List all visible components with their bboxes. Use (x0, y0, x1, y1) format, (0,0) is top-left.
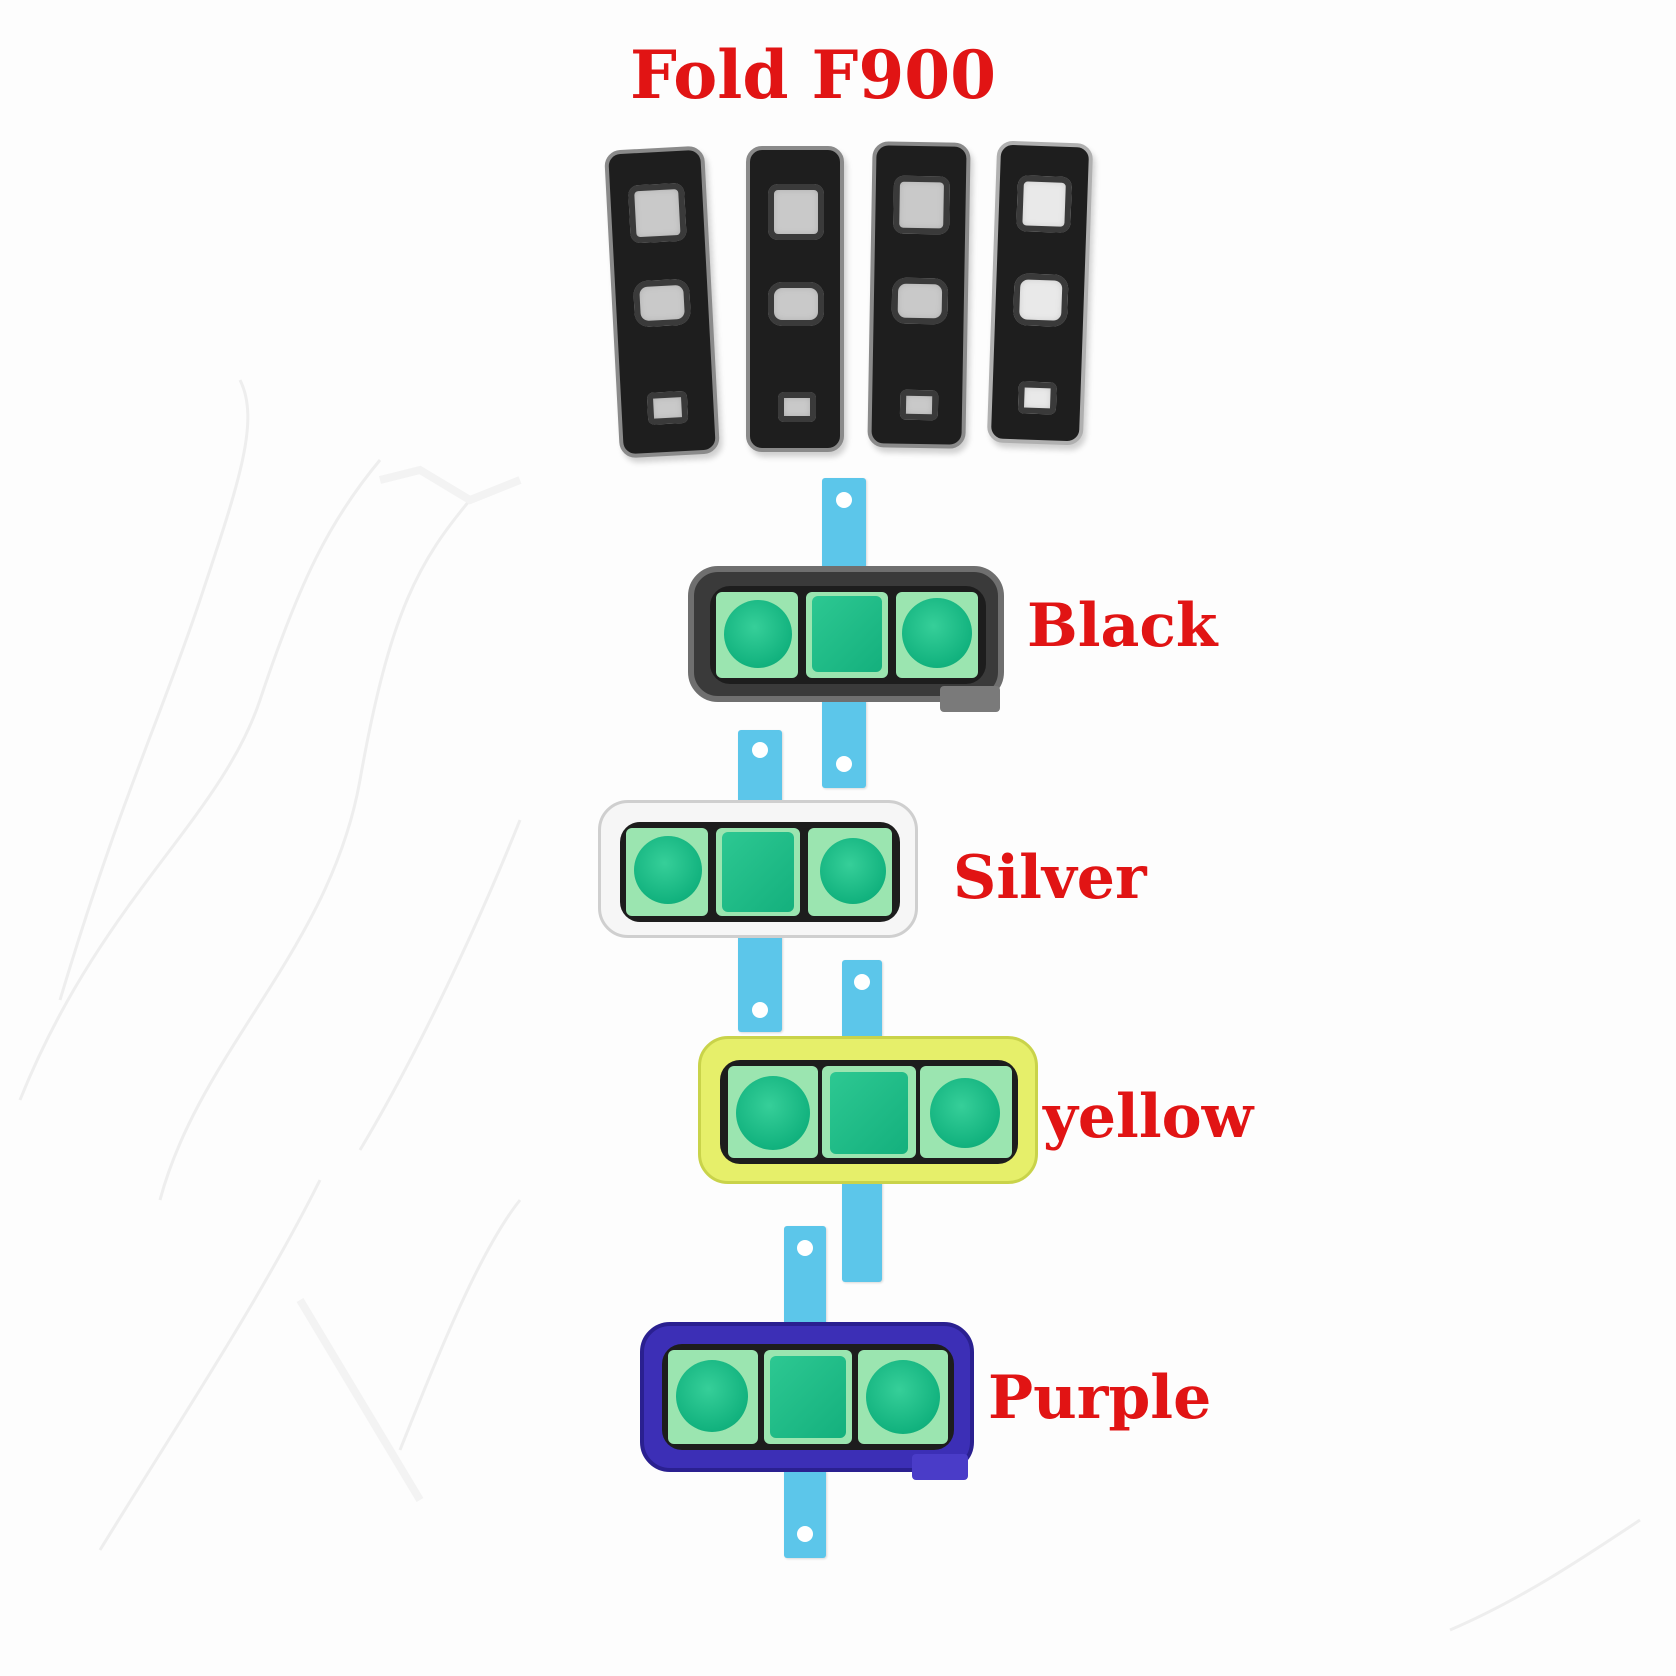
camera-lens-cover-icon (867, 141, 971, 449)
tab-hole (836, 492, 852, 508)
lens-window-middle (768, 282, 824, 326)
lens-cover-silver (598, 800, 918, 938)
lens-window-bottom (899, 389, 939, 421)
tab-hole (797, 1526, 813, 1542)
lens-glass-right (866, 1360, 940, 1434)
lens-window-bottom (1017, 381, 1057, 415)
color-label-yellow: yellow (1043, 1082, 1254, 1152)
lens-window-top (768, 184, 824, 240)
lens-cover-black (688, 566, 1004, 718)
lens-window-middle (891, 277, 949, 325)
tab-hole (854, 974, 870, 990)
tab-hole (836, 756, 852, 772)
lens-glass-right (902, 598, 972, 668)
lens-window-bottom (646, 390, 689, 425)
lens-glass-right (820, 838, 886, 904)
lens-window-bottom (778, 392, 816, 422)
lens-glass-center (722, 832, 794, 912)
tab-hole (752, 1002, 768, 1018)
lens-glass-left (736, 1076, 810, 1150)
lens-cover-yellow (698, 1036, 1038, 1184)
camera-lens-cover-icon (986, 140, 1094, 446)
camera-lens-cover-icon (604, 145, 720, 459)
lens-window-top (1016, 175, 1073, 234)
lens-window-middle (632, 278, 692, 328)
lens-glass-left (676, 1360, 748, 1432)
tab-hole (752, 742, 768, 758)
lens-glass-center (830, 1072, 908, 1154)
lens-cover-purple (640, 1322, 974, 1486)
frame-notch (912, 1454, 968, 1480)
lens-glass-left (724, 600, 792, 668)
lens-glass-center (812, 596, 882, 672)
color-label-purple: Purple (988, 1363, 1212, 1433)
frame-notch (940, 686, 1000, 712)
lens-window-top (893, 175, 951, 235)
color-label-silver: Silver (953, 843, 1147, 913)
camera-lens-cover-icon (746, 146, 844, 452)
color-label-black: Black (1027, 591, 1218, 661)
lens-window-top (627, 182, 687, 244)
lens-glass-left (634, 836, 702, 904)
product-title: Fold F900 (630, 36, 997, 114)
lens-glass-right (930, 1078, 1000, 1148)
lens-window-middle (1012, 273, 1069, 327)
lens-glass-center (770, 1356, 846, 1438)
tab-hole (797, 1240, 813, 1256)
